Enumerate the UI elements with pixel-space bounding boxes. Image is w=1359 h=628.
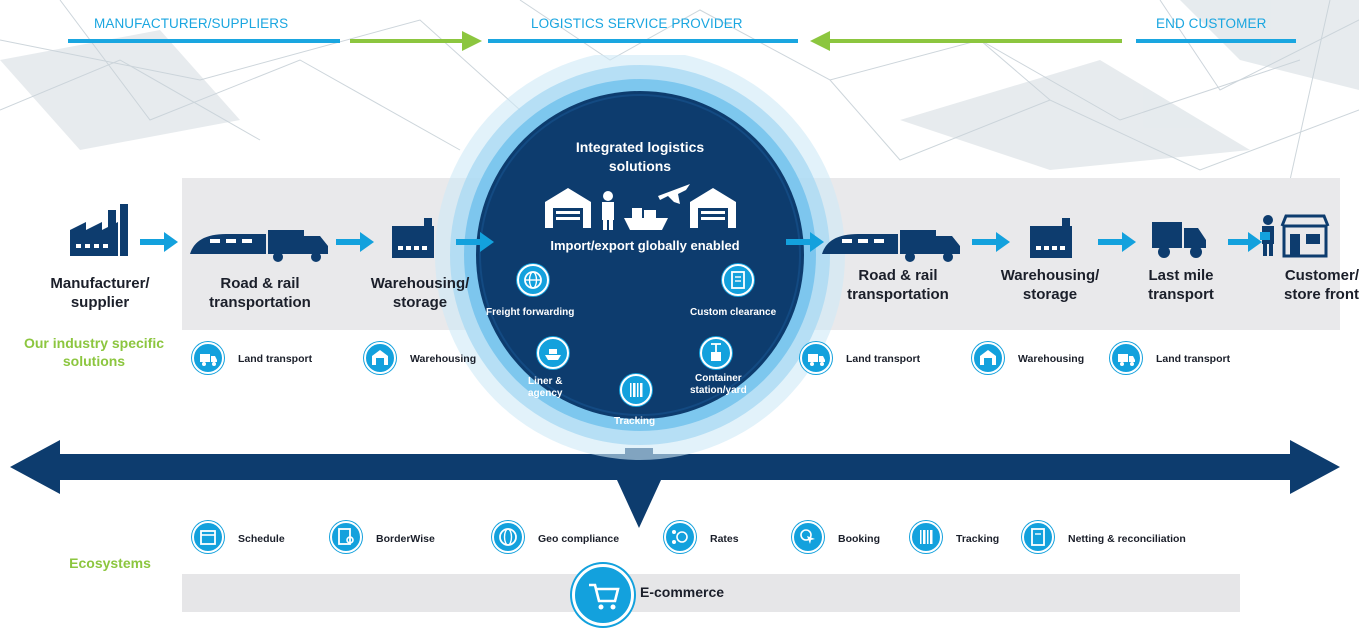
service-container-station: Container station/yard bbox=[690, 373, 747, 396]
ship-icon[interactable] bbox=[537, 337, 569, 369]
eco-schedule: Schedule bbox=[238, 533, 285, 545]
center-title: Integrated logistics solutions bbox=[575, 139, 705, 174]
crane-icon[interactable] bbox=[700, 337, 732, 369]
service-liner-agency: Liner & agency bbox=[528, 376, 563, 399]
eco-rates: Rates bbox=[710, 533, 739, 545]
cart-icon[interactable] bbox=[572, 564, 634, 626]
truck-icon[interactable] bbox=[1110, 342, 1142, 374]
stage-road-rail-1: Road & rail transportation bbox=[209, 275, 311, 311]
warehouse-icon bbox=[1030, 218, 1072, 258]
stage-customer: Customer/ store front bbox=[1284, 267, 1359, 303]
dollar-network-icon[interactable] bbox=[664, 521, 696, 553]
storefront-icon bbox=[1260, 214, 1330, 258]
factory-icon bbox=[70, 204, 128, 256]
globe-icon[interactable] bbox=[517, 264, 549, 296]
arrow-icon bbox=[1228, 232, 1262, 252]
van-icon bbox=[1152, 222, 1206, 258]
train-truck-icon bbox=[190, 230, 328, 262]
ecosystems-label: Ecosystems bbox=[69, 555, 151, 571]
industry-land-transport-3: Land transport bbox=[1156, 353, 1231, 365]
industry-solutions-label: Our industry specific solutions bbox=[23, 335, 165, 369]
truck-icon[interactable] bbox=[192, 342, 224, 374]
service-tracking: Tracking bbox=[614, 416, 656, 427]
eco-geo-compliance: Geo compliance bbox=[538, 533, 620, 545]
arrow-icon bbox=[972, 232, 1010, 252]
eco-borderwise: BorderWise bbox=[376, 533, 435, 545]
stage-manufacturer: Manufacturer/ supplier bbox=[50, 275, 150, 311]
stage-last-mile: Last mile transport bbox=[1148, 267, 1214, 303]
calendar-icon[interactable] bbox=[192, 521, 224, 553]
arrow-icon bbox=[336, 232, 374, 252]
center-circle bbox=[435, 55, 845, 460]
industry-land-transport-1: Land transport bbox=[238, 353, 313, 365]
ecommerce-band bbox=[182, 574, 1240, 612]
arrow-icon bbox=[786, 232, 824, 252]
header-manufacturer: MANUFACTURER/SUPPLIERS bbox=[94, 16, 289, 31]
service-custom-clearance: Custom clearance bbox=[690, 307, 777, 318]
eco-netting: Netting & reconciliation bbox=[1068, 533, 1186, 545]
header-logistics-provider: LOGISTICS SERVICE PROVIDER bbox=[531, 16, 743, 31]
industry-warehousing-1: Warehousing bbox=[410, 353, 477, 365]
train-truck-icon bbox=[822, 230, 960, 262]
globe-icon[interactable] bbox=[492, 521, 524, 553]
warehouse-icon[interactable] bbox=[972, 342, 1004, 374]
center-subtitle: Import/export globally enabled bbox=[550, 238, 740, 253]
stage-road-rail-2: Road & rail transportation bbox=[847, 267, 949, 303]
arrow-icon bbox=[456, 232, 494, 252]
arrow-icon bbox=[1098, 232, 1136, 252]
barcode-icon[interactable] bbox=[910, 521, 942, 553]
stage-warehousing-1: Warehousing/ storage bbox=[370, 275, 470, 311]
header-flow-lines bbox=[68, 31, 1296, 51]
arrow-icon bbox=[140, 232, 178, 252]
document-icon[interactable] bbox=[722, 264, 754, 296]
warehouse-icon[interactable] bbox=[364, 342, 396, 374]
invoice-icon[interactable] bbox=[1022, 521, 1054, 553]
service-freight-forwarding: Freight forwarding bbox=[486, 307, 575, 318]
industry-warehousing-2: Warehousing bbox=[1018, 353, 1085, 365]
cursor-click-icon[interactable] bbox=[792, 521, 824, 553]
eco-booking: Booking bbox=[838, 533, 880, 545]
industry-land-transport-2: Land transport bbox=[846, 353, 921, 365]
document-search-icon[interactable] bbox=[330, 521, 362, 553]
logistics-icons bbox=[545, 184, 736, 230]
eco-tracking: Tracking bbox=[956, 533, 1000, 545]
stage-warehousing-2: Warehousing/ storage bbox=[1000, 267, 1100, 303]
header-end-customer: END CUSTOMER bbox=[1156, 16, 1267, 31]
ecommerce-label: E-commerce bbox=[640, 584, 725, 600]
truck-icon[interactable] bbox=[800, 342, 832, 374]
barcode-icon[interactable] bbox=[620, 374, 652, 406]
warehouse-icon bbox=[392, 218, 434, 258]
